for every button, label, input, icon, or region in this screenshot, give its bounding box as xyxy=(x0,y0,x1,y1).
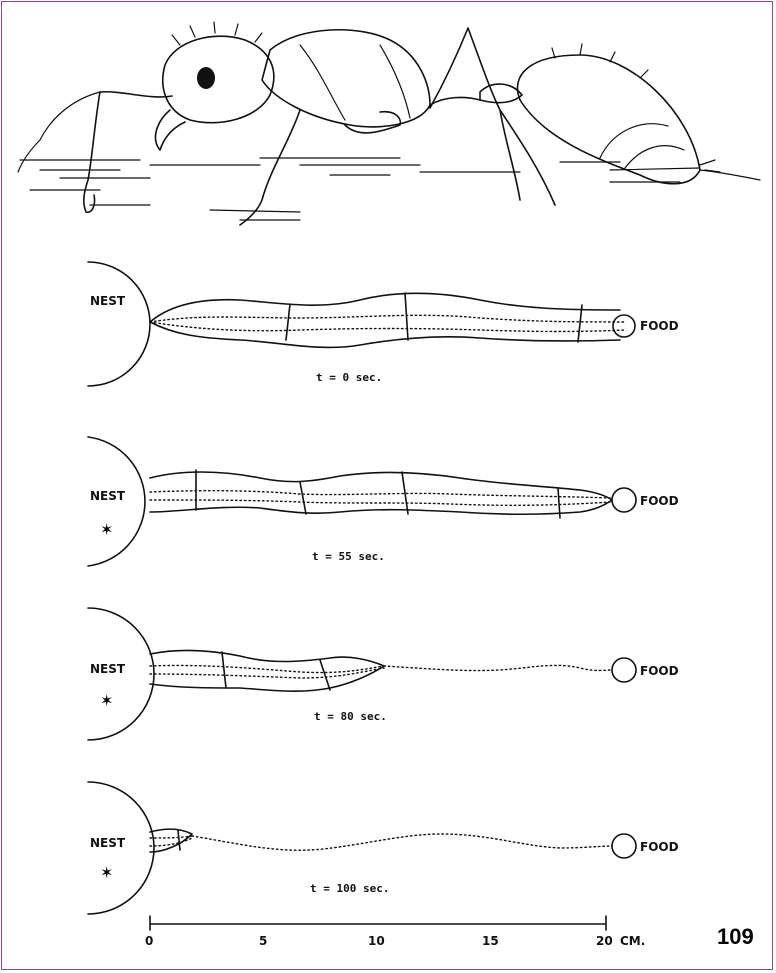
time-label: t = 55 sec. xyxy=(312,550,385,563)
ant-icon: ✶ xyxy=(100,865,113,882)
ant-eye xyxy=(197,67,215,89)
time-label: t = 0 sec. xyxy=(316,371,382,384)
food-label: FOOD xyxy=(640,319,679,333)
ant-petiole xyxy=(480,84,522,103)
ant-legs xyxy=(240,28,555,225)
time-label: t = 80 sec. xyxy=(314,710,387,723)
time-label: t = 100 sec. xyxy=(310,882,389,895)
trail-outline xyxy=(150,472,612,514)
scale-tick-label: 20 xyxy=(596,934,613,948)
food-circle xyxy=(612,658,636,682)
ant-antenna-back xyxy=(40,92,100,140)
panel-t80: NEST ✶ FOOD t = 80 sec. xyxy=(88,608,679,740)
food-circle xyxy=(612,488,636,512)
food-label: FOOD xyxy=(640,840,679,854)
trail-dotted-center xyxy=(150,665,384,678)
trail-outline xyxy=(150,293,620,347)
page-number: 109 xyxy=(717,924,754,949)
ant-icon: ✶ xyxy=(100,693,113,710)
nest-label: NEST xyxy=(90,489,126,503)
scale-tick-label: 0 xyxy=(145,934,153,948)
trail-dotted-center xyxy=(150,836,192,846)
trail-dividers xyxy=(196,470,560,518)
pheromone-trace xyxy=(192,834,612,850)
gaster-segments xyxy=(600,124,684,168)
panel-t100: NEST ✶ FOOD t = 100 sec. xyxy=(88,782,679,914)
nest-label: NEST xyxy=(90,294,126,308)
ant-waist xyxy=(430,97,480,105)
nest-label: NEST xyxy=(90,662,126,676)
scale-bar: 0 5 10 15 20 CM. xyxy=(145,916,645,948)
trail-dotted-center xyxy=(150,315,625,331)
pheromone-trace xyxy=(384,665,612,670)
ground-lines xyxy=(20,158,700,220)
panel-t0: NEST FOOD t = 0 sec. xyxy=(88,262,679,386)
food-circle xyxy=(612,834,636,858)
food-label: FOOD xyxy=(640,664,679,678)
food-circle xyxy=(613,315,635,337)
food-label: FOOD xyxy=(640,494,679,508)
nest-circle xyxy=(88,262,150,386)
nest-label: NEST xyxy=(90,836,126,850)
ant-thorax xyxy=(262,30,430,127)
trail-dividers xyxy=(178,830,180,850)
panel-t55: NEST ✶ FOOD t = 55 sec. xyxy=(88,437,679,566)
ant-illustration xyxy=(18,22,760,225)
ant-hairs xyxy=(18,22,760,180)
trail-dotted-center xyxy=(150,491,610,506)
thorax-plates xyxy=(300,45,410,120)
scale-tick-label: 5 xyxy=(259,934,267,948)
ant-gaster xyxy=(518,55,701,184)
trail-dividers xyxy=(222,652,330,690)
ant-antenna xyxy=(84,92,172,213)
scale-tick-label: 15 xyxy=(482,934,499,948)
scale-line xyxy=(150,916,606,930)
scale-tick-label: 10 xyxy=(368,934,385,948)
ant-head xyxy=(163,36,274,123)
ant-icon: ✶ xyxy=(100,522,113,539)
scale-unit-label: CM. xyxy=(620,934,645,948)
